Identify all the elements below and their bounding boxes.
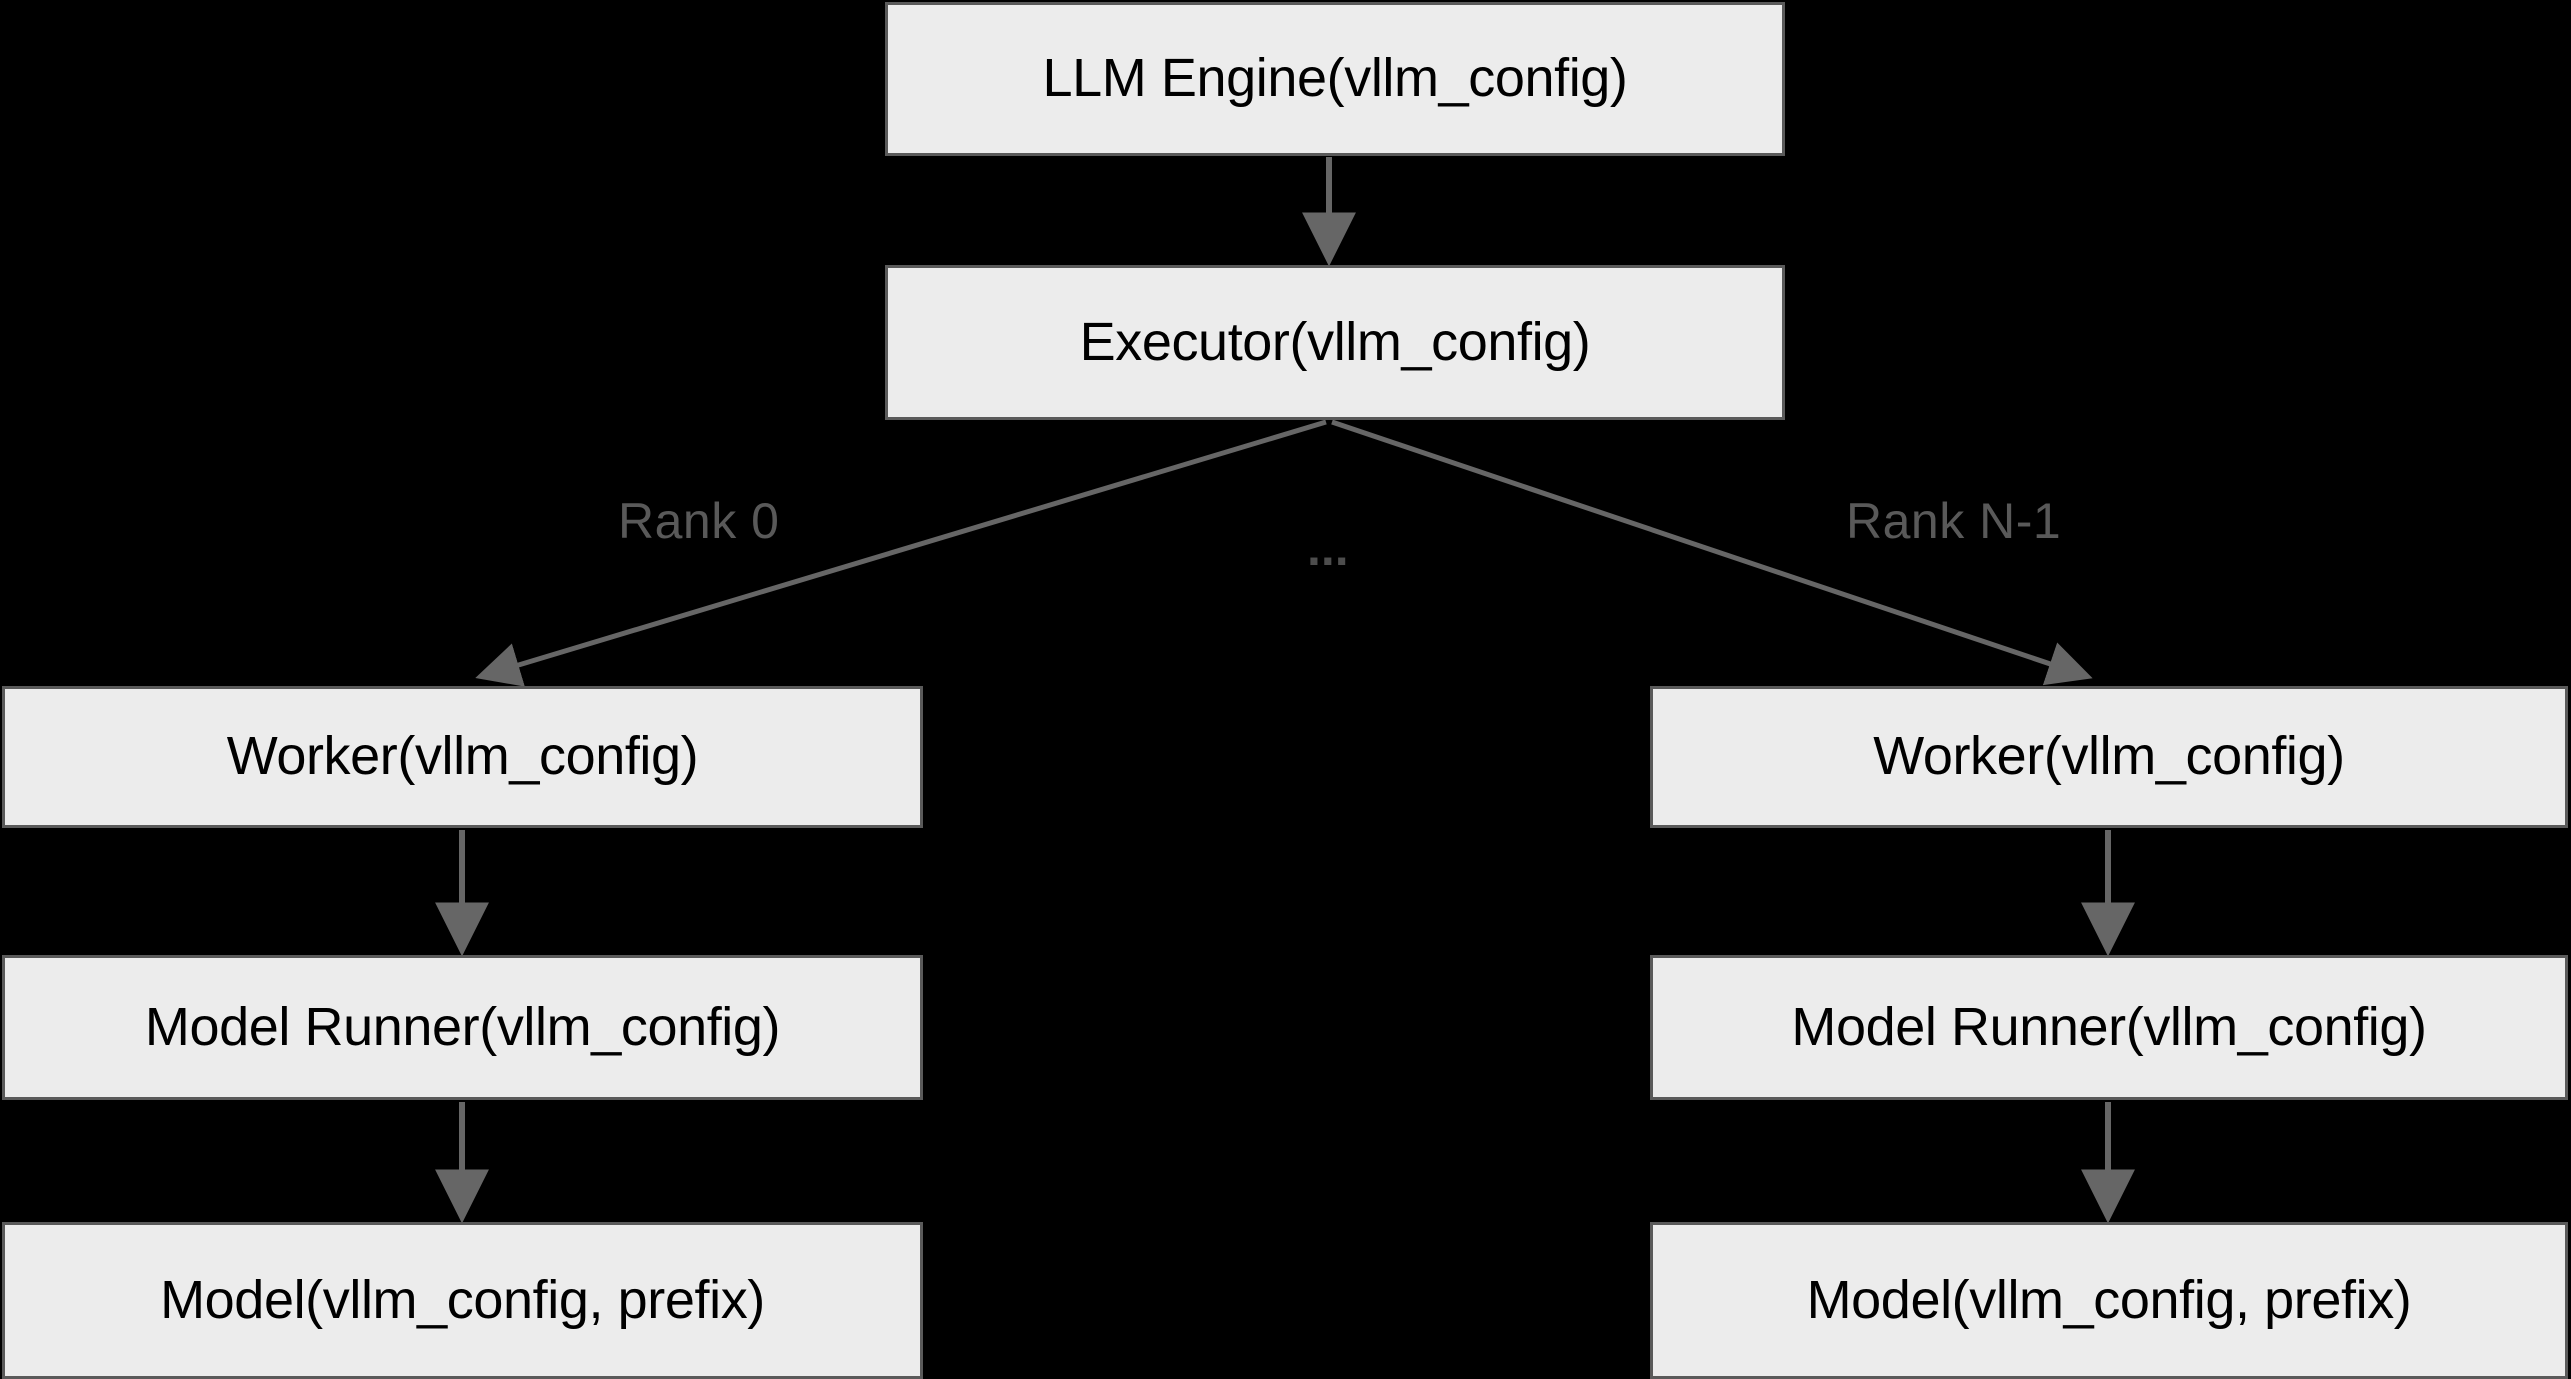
node-worker-rank0[interactable]: Worker(vllm_config) [2, 686, 923, 828]
node-model-runner-rank0-label: Model Runner(vllm_config) [144, 996, 781, 1057]
node-llm-engine[interactable]: LLM Engine(vllm_config) [885, 2, 1785, 156]
node-model-runner-rankn[interactable]: Model Runner(vllm_config) [1650, 955, 2568, 1100]
node-executor-label: Executor(vllm_config) [1079, 311, 1591, 372]
node-model-rank0-label: Model(vllm_config, prefix) [160, 1269, 765, 1330]
node-model-rank0[interactable]: Model(vllm_config, prefix) [2, 1222, 923, 1379]
ellipsis-icon: ... [1307, 520, 1349, 576]
node-worker-rankn[interactable]: Worker(vllm_config) [1650, 686, 2568, 828]
node-model-rankn[interactable]: Model(vllm_config, prefix) [1650, 1222, 2568, 1379]
node-model-runner-rank0[interactable]: Model Runner(vllm_config) [2, 955, 923, 1100]
edge-label-rank0: Rank 0 [618, 493, 780, 549]
node-llm-engine-label: LLM Engine(vllm_config) [1042, 48, 1628, 109]
node-worker-rank0-label: Worker(vllm_config) [226, 726, 699, 787]
node-model-runner-rankn-label: Model Runner(vllm_config) [1791, 996, 2427, 1057]
node-executor[interactable]: Executor(vllm_config) [885, 265, 1785, 420]
node-model-rankn-label: Model(vllm_config, prefix) [1806, 1269, 2412, 1330]
edge-executor-to-worker-rank0 [475, 419, 1327, 687]
node-worker-rankn-label: Worker(vllm_config) [1873, 726, 2345, 787]
edge-label-rank-n-minus-1: Rank N-1 [1846, 493, 2062, 549]
